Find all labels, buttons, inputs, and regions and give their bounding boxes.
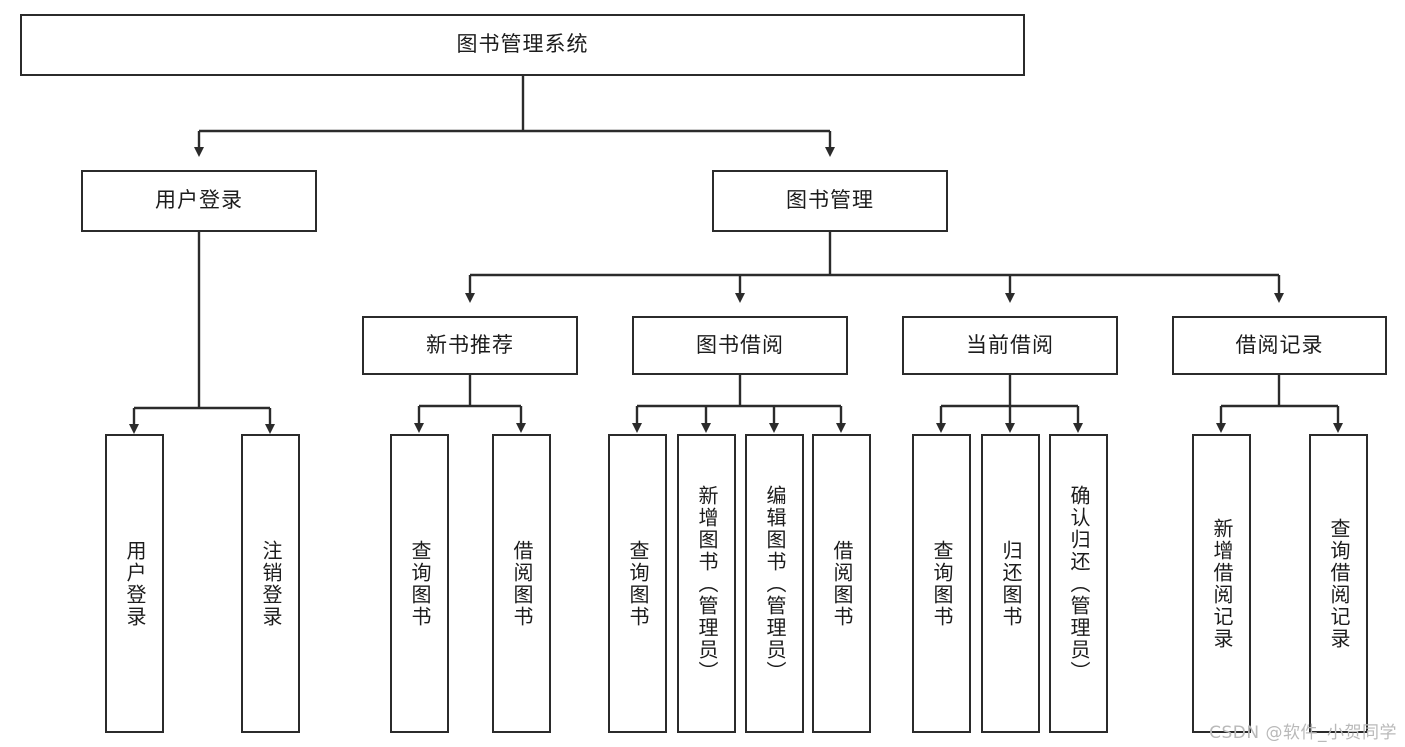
node-leaf-query-book-2[interactable]: 查询图书 bbox=[608, 434, 667, 733]
node-leaf-add-book[interactable]: 新增图书（管理员） bbox=[677, 434, 736, 733]
node-leaf-return-book-label: 归还图书 bbox=[999, 539, 1023, 628]
node-leaf-edit-book-label: 编辑图书（管理员） bbox=[763, 484, 787, 683]
node-current-borrow-label: 当前借阅 bbox=[966, 332, 1054, 357]
node-leaf-query-book-2-label: 查询图书 bbox=[626, 539, 650, 628]
node-leaf-logout-login-label: 注销登录 bbox=[259, 539, 283, 628]
node-new-book-recommend-label: 新书推荐 bbox=[426, 332, 514, 357]
node-leaf-borrow-book-2-label: 借阅图书 bbox=[830, 539, 854, 628]
node-leaf-borrow-book-1-label: 借阅图书 bbox=[510, 539, 534, 628]
node-leaf-user-login[interactable]: 用户登录 bbox=[105, 434, 164, 733]
node-leaf-query-record-label: 查询借阅记录 bbox=[1327, 517, 1351, 650]
csdn-watermark: CSDN @软件_小贺同学 bbox=[1209, 723, 1397, 743]
node-leaf-borrow-book-2[interactable]: 借阅图书 bbox=[812, 434, 871, 733]
node-leaf-query-record[interactable]: 查询借阅记录 bbox=[1309, 434, 1368, 733]
node-user-login[interactable]: 用户登录 bbox=[81, 170, 317, 232]
node-leaf-add-book-label: 新增图书（管理员） bbox=[695, 484, 719, 683]
node-leaf-add-record-label: 新增借阅记录 bbox=[1210, 517, 1234, 650]
node-borrow-record[interactable]: 借阅记录 bbox=[1172, 316, 1387, 375]
node-root[interactable]: 图书管理系统 bbox=[20, 14, 1025, 76]
node-book-manage[interactable]: 图书管理 bbox=[712, 170, 948, 232]
node-leaf-confirm-return[interactable]: 确认归还（管理员） bbox=[1049, 434, 1108, 733]
node-root-label: 图书管理系统 bbox=[456, 32, 589, 57]
node-book-borrow[interactable]: 图书借阅 bbox=[632, 316, 848, 375]
node-current-borrow[interactable]: 当前借阅 bbox=[902, 316, 1118, 375]
node-book-manage-label: 图书管理 bbox=[786, 188, 874, 213]
node-borrow-record-label: 借阅记录 bbox=[1235, 332, 1324, 357]
node-user-login-label: 用户登录 bbox=[155, 188, 243, 213]
node-leaf-confirm-return-label: 确认归还（管理员） bbox=[1067, 484, 1091, 683]
node-leaf-logout-login[interactable]: 注销登录 bbox=[241, 434, 300, 733]
node-leaf-query-book-3-label: 查询图书 bbox=[930, 539, 954, 628]
node-leaf-query-book-1[interactable]: 查询图书 bbox=[390, 434, 449, 733]
node-leaf-edit-book[interactable]: 编辑图书（管理员） bbox=[745, 434, 804, 733]
node-leaf-borrow-book-1[interactable]: 借阅图书 bbox=[492, 434, 551, 733]
node-leaf-add-record[interactable]: 新增借阅记录 bbox=[1192, 434, 1251, 733]
node-leaf-return-book[interactable]: 归还图书 bbox=[981, 434, 1040, 733]
node-leaf-query-book-3[interactable]: 查询图书 bbox=[912, 434, 971, 733]
node-book-borrow-label: 图书借阅 bbox=[696, 332, 784, 357]
node-leaf-query-book-1-label: 查询图书 bbox=[408, 539, 432, 628]
node-new-book-recommend[interactable]: 新书推荐 bbox=[362, 316, 578, 375]
node-leaf-user-login-label: 用户登录 bbox=[123, 539, 147, 628]
